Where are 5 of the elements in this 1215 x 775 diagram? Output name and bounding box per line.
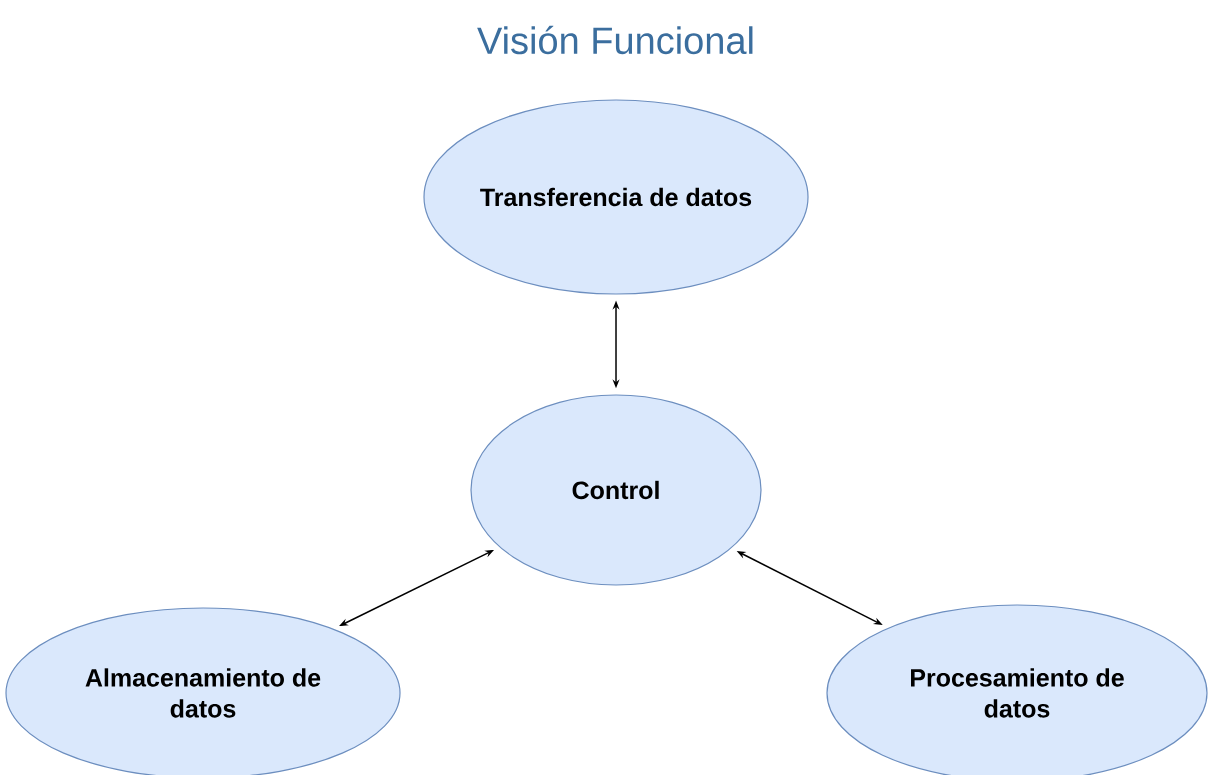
ellipse-node: Almacenamiento de datos bbox=[5, 607, 401, 775]
ellipse-node: Control bbox=[470, 394, 762, 586]
ellipse-node: Procesamiento de datos bbox=[826, 604, 1208, 775]
title: Visión Funcional bbox=[477, 25, 753, 55]
ellipse-node: Transferencia de datos bbox=[423, 99, 809, 295]
